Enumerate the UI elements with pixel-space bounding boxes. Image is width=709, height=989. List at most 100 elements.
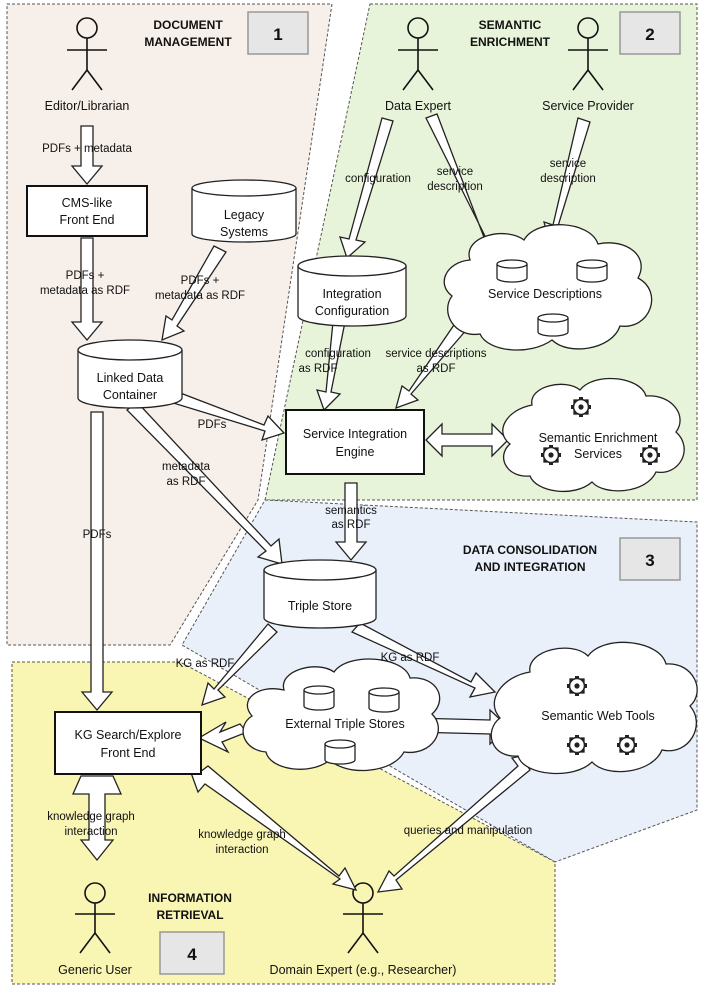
editor-label: Editor/Librarian — [45, 99, 130, 113]
flow-cms-rdf-line-2: metadata as RDF — [40, 285, 130, 297]
flow-metadata-rdf-line-2: as RDF — [167, 476, 206, 488]
enrichment-label-line-2: Services — [574, 447, 622, 461]
flow-service-desc-provider-line-1: service — [550, 158, 586, 170]
flow-service-desc-provider-line-2: description — [540, 173, 596, 185]
actor-generic-user — [75, 882, 115, 954]
semantic-web-tools-cloud — [490, 641, 698, 775]
section-4-title-line-1: INFORMATION — [148, 891, 232, 905]
legacy-systems-db — [191, 179, 297, 243]
arrow-triple-store-to-web-tools — [350, 622, 497, 698]
triple-store-db — [263, 559, 377, 629]
gear-icon — [571, 397, 591, 417]
section-3-header: DATA CONSOLIDATION AND INTEGRATION 3 — [463, 537, 681, 581]
section-4-title-line-2: RETRIEVAL — [156, 908, 223, 922]
section-2-number-box — [619, 11, 681, 55]
arrow-engine-to-triple-store — [334, 482, 368, 562]
section-3-title-line-1: DATA CONSOLIDATION — [463, 543, 597, 557]
actor-service-provider — [568, 17, 608, 91]
arrow-kg-to-generic-user — [71, 775, 123, 862]
service-provider-label: Service Provider — [542, 99, 634, 113]
flow-pdfs-engine: PDFs — [198, 419, 227, 431]
legacy-label-line-1: Legacy — [224, 208, 265, 222]
arrow-config-to-engine — [316, 321, 346, 412]
flow-legacy-rdf-line-1: PDFs + — [181, 275, 220, 287]
section-2-number: 2 — [645, 25, 654, 44]
flow-metadata-rdf-line-1: metadata — [162, 461, 211, 473]
arrow-legacy-to-linked-data — [161, 245, 227, 342]
flow-service-desc-expert-line-1: service — [437, 166, 473, 178]
cms-label-line-1: CMS-like — [62, 196, 113, 210]
flow-kg-interaction-user-line-2: interaction — [64, 826, 117, 838]
flow-configuration: configuration — [345, 173, 411, 185]
flow-pdfs-metadata: PDFs + metadata — [42, 143, 132, 155]
legacy-label-line-2: Systems — [220, 225, 268, 239]
domain-expert-label: Domain Expert (e.g., Researcher) — [270, 963, 457, 977]
service-descriptions-db-icons — [496, 259, 608, 337]
section-1-header: DOCUMENT MANAGEMENT 1 — [144, 11, 309, 55]
actor-domain-expert — [343, 882, 383, 954]
arrow-expert-to-config — [339, 117, 394, 260]
flow-kg-rdf-left: KG as RDF — [176, 658, 235, 670]
service-integration-engine — [285, 409, 425, 475]
section-3-title-line-2: AND INTEGRATION — [474, 560, 585, 574]
triple-store-label: Triple Store — [288, 599, 352, 613]
section-4-number-box — [159, 931, 225, 975]
arrow-triple-store-to-kg — [201, 623, 278, 707]
flow-config-rdf-line-2: as RDF — [299, 363, 338, 375]
external-stores-db-icons — [303, 685, 400, 765]
section-2-title-line-1: SEMANTIC — [479, 18, 542, 32]
section-1-number-box — [247, 11, 309, 55]
service-descriptions-label: Service Descriptions — [488, 287, 602, 301]
flow-descriptions-rdf-line-2: as RDF — [417, 363, 456, 375]
flow-kg-interaction-expert-line-1: knowledge graph — [198, 829, 286, 841]
flow-service-desc-expert-line-2: description — [427, 181, 483, 193]
generic-user-label: Generic User — [58, 963, 132, 977]
integration-config-label-line-1: Integration — [322, 287, 381, 301]
kg-label-line-2: Front End — [101, 746, 156, 760]
arrow-cms-to-linked-data — [70, 237, 104, 342]
actor-editor — [67, 17, 107, 91]
flow-config-rdf-line-1: configuration — [305, 348, 371, 360]
arrow-linked-data-to-kg — [80, 411, 114, 712]
arrow-kg-domain-expert — [188, 765, 358, 891]
arrow-linked-data-to-triple-store — [126, 401, 283, 565]
gear-icon — [541, 445, 561, 465]
cms-front-end — [26, 185, 148, 237]
section-1-title-line-2: MANAGEMENT — [144, 35, 232, 49]
flow-semantics-rdf-line-1: semantics — [325, 505, 377, 517]
enrichment-label-line-1: Semantic Enrichment — [539, 431, 658, 445]
arrow-editor-to-cms — [70, 125, 104, 186]
engine-label-line-2: Engine — [336, 445, 375, 459]
cms-label-line-2: Front End — [60, 213, 115, 227]
section-3-number-box — [619, 537, 681, 581]
gear-icon — [617, 735, 637, 755]
linked-data-container-db — [77, 339, 183, 409]
data-expert-label: Data Expert — [385, 99, 452, 113]
external-stores-label: External Triple Stores — [285, 717, 405, 731]
kg-label-line-1: KG Search/Explore — [75, 728, 182, 742]
integration-config-label-line-2: Configuration — [315, 304, 389, 318]
flow-legacy-rdf-line-2: metadata as RDF — [155, 290, 245, 302]
external-triple-stores-cloud — [242, 658, 441, 772]
flow-queries: queries and manipulation — [404, 825, 533, 837]
section-4-header: INFORMATION RETRIEVAL 4 — [148, 891, 232, 975]
engine-label-line-1: Service Integration — [303, 427, 407, 441]
section-2-title-line-2: ENRICHMENT — [470, 35, 551, 49]
section-2-header: SEMANTIC ENRICHMENT 2 — [470, 11, 681, 55]
flow-pdfs-frontend: PDFs — [83, 529, 112, 541]
gear-icon — [567, 676, 587, 696]
section-4-number: 4 — [187, 945, 197, 964]
linked-data-label-line-1: Linked Data — [97, 371, 164, 385]
service-descriptions-cloud — [443, 224, 653, 351]
flow-cms-rdf-line-1: PDFs + — [66, 270, 105, 282]
semantic-enrichment-cloud — [502, 377, 685, 492]
integration-configuration-db — [297, 255, 407, 327]
flow-kg-interaction-user-line-1: knowledge graph — [47, 811, 135, 823]
gear-icon — [640, 445, 660, 465]
gear-icons — [541, 397, 660, 755]
section-3-number: 3 — [645, 551, 654, 570]
linked-data-label-line-2: Container — [103, 388, 157, 402]
kg-search-front-end — [54, 711, 202, 775]
actor-data-expert — [398, 17, 438, 91]
